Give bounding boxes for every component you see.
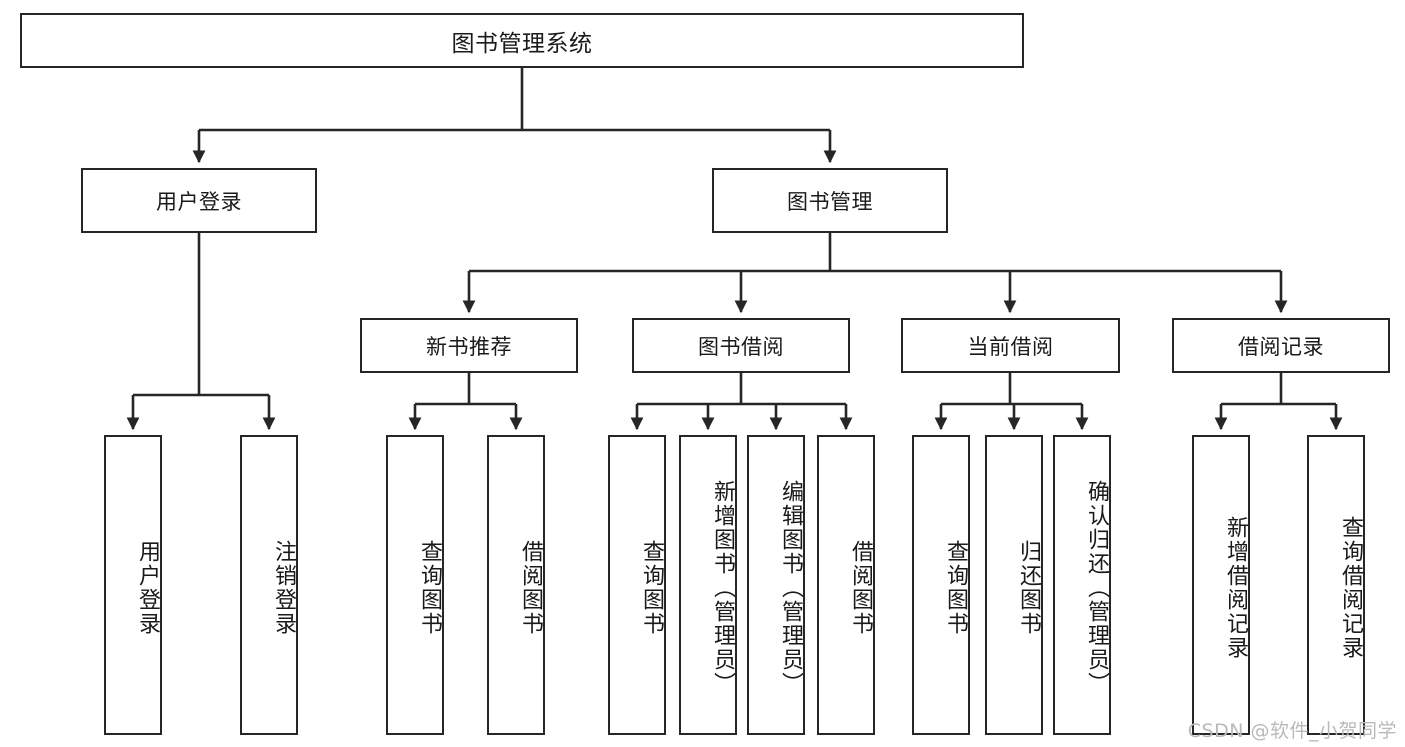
- node-leaf-add-record-label: 新增借阅记录: [1223, 516, 1248, 660]
- node-leaf-logout-label: 注销登录: [271, 540, 296, 636]
- node-borrow-record-label: 借阅记录: [1238, 334, 1324, 359]
- edges-bookmanage-to-level3: [462, 233, 1288, 314]
- node-new-book-rec[interactable]: 新书推荐: [360, 318, 578, 373]
- node-book-manage[interactable]: 图书管理: [712, 168, 948, 233]
- node-book-borrow-label: 图书借阅: [698, 334, 784, 359]
- node-leaf-add-record[interactable]: 新增借阅记录: [1192, 435, 1250, 735]
- node-leaf-query-book-1[interactable]: 查询图书: [386, 435, 444, 735]
- node-leaf-query-book-3[interactable]: 查询图书: [912, 435, 970, 735]
- node-leaf-query-book-2[interactable]: 查询图书: [608, 435, 666, 735]
- node-book-manage-label: 图书管理: [787, 189, 873, 214]
- node-leaf-return-book[interactable]: 归还图书: [985, 435, 1043, 735]
- node-leaf-query-record-label: 查询借阅记录: [1338, 516, 1363, 660]
- node-current-borrow-label: 当前借阅: [967, 334, 1054, 359]
- node-leaf-query-book-2-label: 查询图书: [639, 540, 664, 636]
- node-leaf-borrow-book-2[interactable]: 借阅图书: [817, 435, 875, 735]
- edges-root-to-level2: [192, 68, 837, 164]
- node-current-borrow[interactable]: 当前借阅: [901, 318, 1120, 373]
- edges-userlogin-to-leaves: [126, 233, 276, 431]
- node-book-borrow[interactable]: 图书借阅: [632, 318, 850, 373]
- node-root[interactable]: 图书管理系统: [20, 13, 1024, 68]
- edges-newbook-to-leaves: [408, 373, 523, 431]
- node-leaf-user-login[interactable]: 用户登录: [104, 435, 162, 735]
- node-leaf-borrow-book-1-label: 借阅图书: [518, 540, 543, 636]
- node-leaf-edit-book[interactable]: 编辑图书（管理员）: [747, 435, 805, 735]
- node-leaf-user-login-label: 用户登录: [135, 540, 160, 636]
- node-leaf-query-book-3-label: 查询图书: [943, 540, 968, 636]
- node-leaf-add-book-label: 新增图书（管理员）: [710, 480, 735, 696]
- node-root-label: 图书管理系统: [451, 30, 593, 57]
- edges-bookborrow-to-leaves: [630, 373, 853, 431]
- node-borrow-record[interactable]: 借阅记录: [1172, 318, 1390, 373]
- node-leaf-confirm-return[interactable]: 确认归还（管理员）: [1053, 435, 1111, 735]
- node-leaf-return-book-label: 归还图书: [1016, 540, 1041, 636]
- node-leaf-logout[interactable]: 注销登录: [240, 435, 298, 735]
- node-leaf-add-book[interactable]: 新增图书（管理员）: [679, 435, 737, 735]
- node-leaf-query-book-1-label: 查询图书: [417, 540, 442, 636]
- node-leaf-edit-book-label: 编辑图书（管理员）: [778, 480, 803, 696]
- node-user-login-label: 用户登录: [156, 189, 242, 214]
- node-new-book-rec-label: 新书推荐: [426, 334, 512, 359]
- node-leaf-confirm-return-label: 确认归还（管理员）: [1084, 480, 1109, 696]
- edges-borrowrecord-to-leaves: [1214, 373, 1343, 431]
- node-leaf-borrow-book-2-label: 借阅图书: [848, 540, 873, 636]
- edges-currentborrow-to-leaves: [934, 373, 1089, 431]
- node-user-login[interactable]: 用户登录: [81, 168, 317, 233]
- node-leaf-borrow-book-1[interactable]: 借阅图书: [487, 435, 545, 735]
- node-leaf-query-record[interactable]: 查询借阅记录: [1307, 435, 1365, 735]
